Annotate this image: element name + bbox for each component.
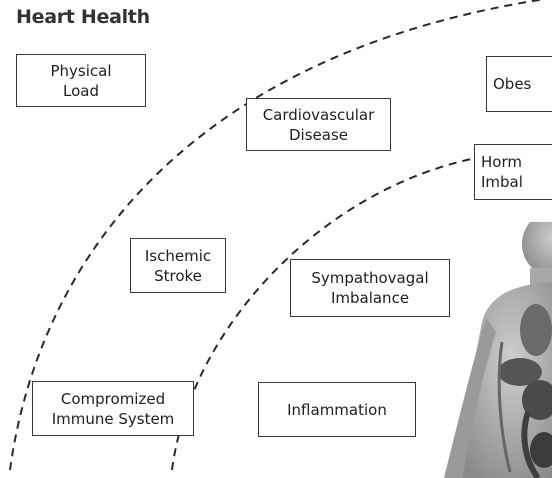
obesity-box: Obes — [486, 56, 552, 112]
human-anatomy-figure-icon — [440, 222, 552, 478]
inflammation-box: Inflammation — [258, 382, 416, 437]
sympathovagal-imbalance-box: Sympathovagal Imbalance — [290, 259, 450, 317]
diagram-title: Heart Health — [16, 6, 150, 28]
ischemic-stroke-box: Ischemic Stroke — [130, 238, 226, 293]
physical-load-box: Physical Load — [16, 54, 146, 107]
compromized-immune-system-box: Compromized Immune System — [32, 381, 194, 436]
cardiovascular-disease-box: Cardiovascular Disease — [246, 98, 391, 151]
hormonal-imbalance-box: Horm Imbal — [474, 144, 552, 200]
